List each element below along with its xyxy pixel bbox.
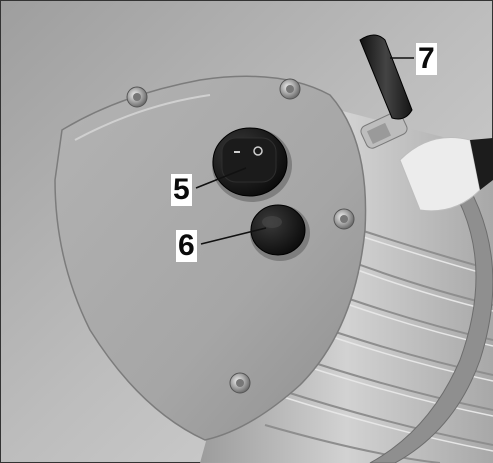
callout-label-5: 5 — [171, 173, 192, 206]
leader-lines — [195, 57, 414, 245]
rocker-switch — [212, 127, 292, 202]
bolts — [126, 78, 355, 394]
gas-valve-handle — [359, 34, 413, 120]
gas-valve — [360, 111, 408, 149]
callout-label-6: 6 — [176, 229, 197, 262]
panel-highlight — [74, 94, 211, 141]
callout-label-7: 7 — [416, 42, 437, 75]
push-button — [250, 204, 310, 261]
mount-clamp — [470, 138, 493, 190]
